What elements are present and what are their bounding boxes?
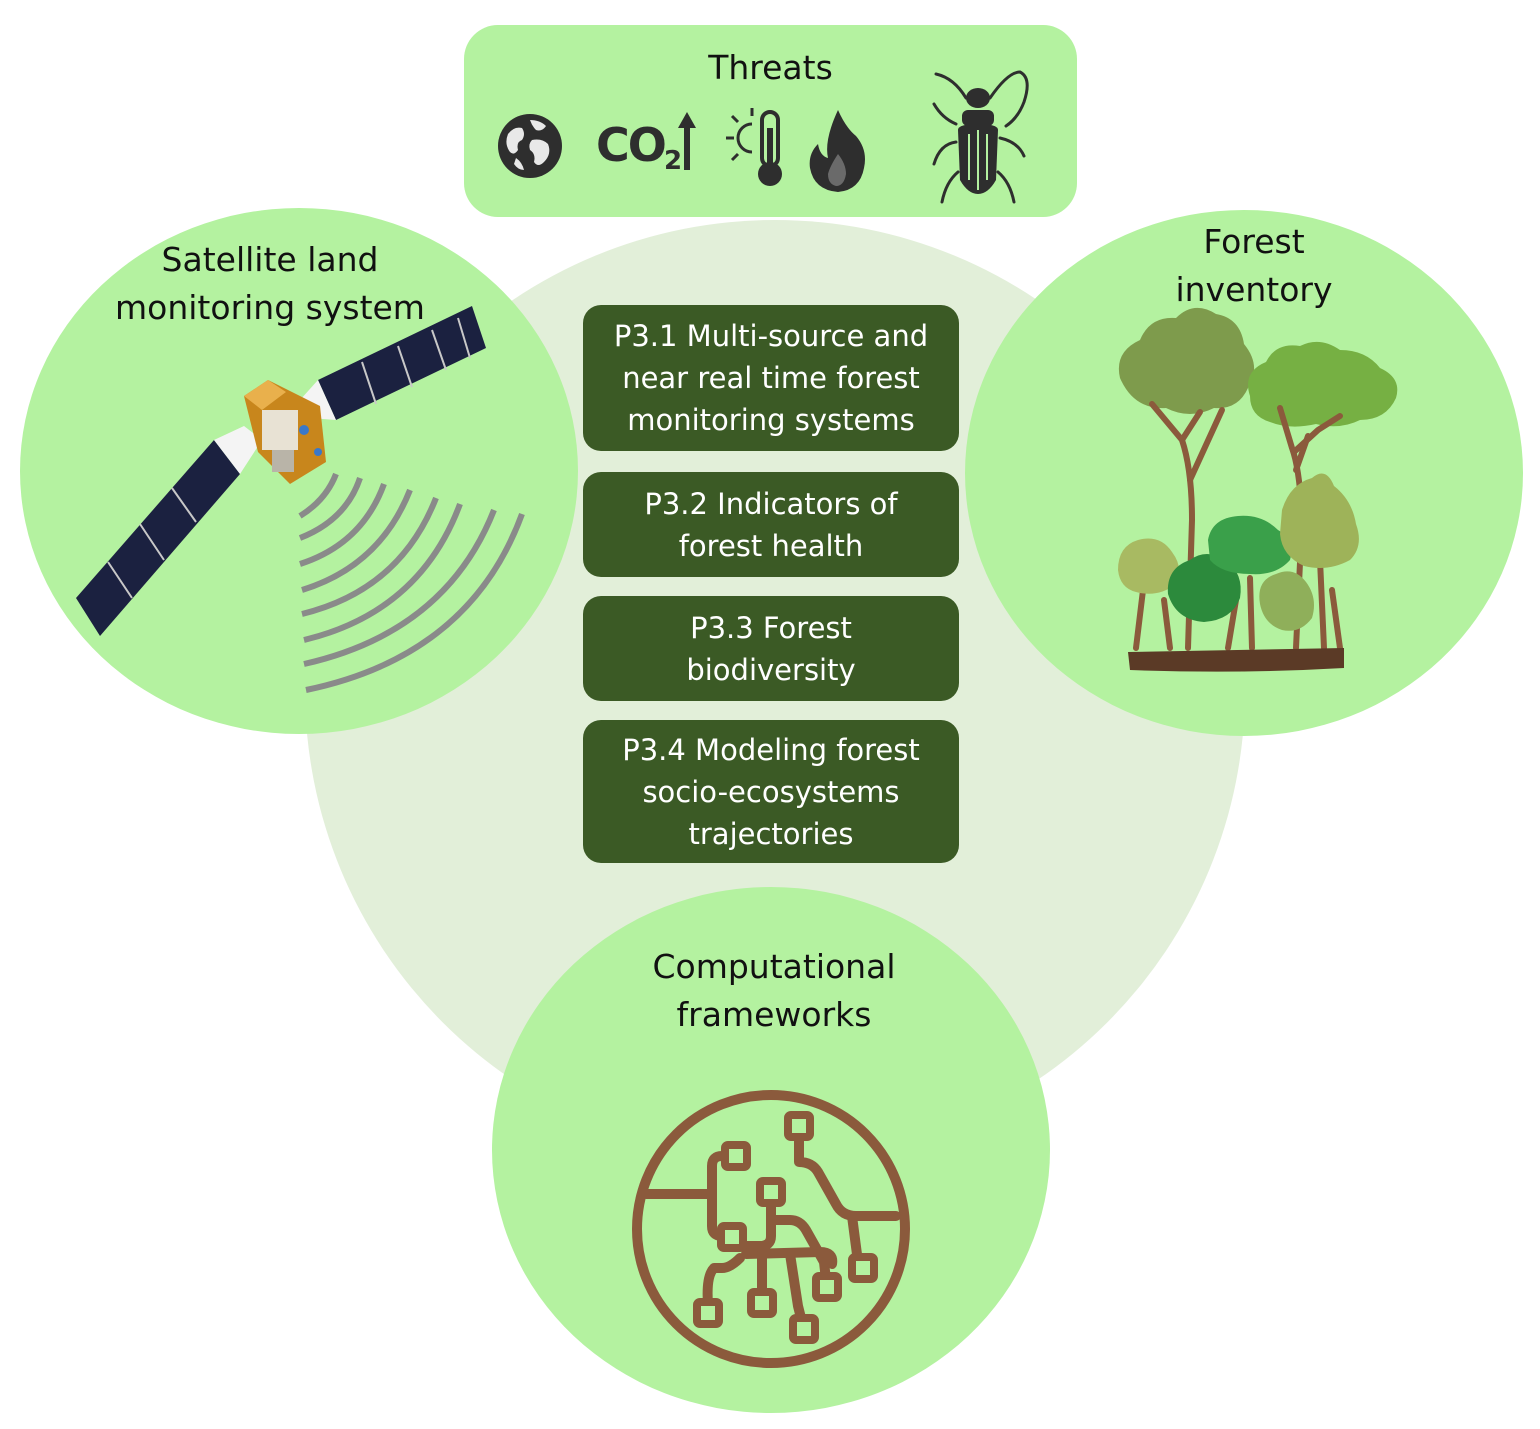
satellite-title-line-1: Satellite land [161, 240, 379, 279]
project-box-p3-2: P3.2 Indicators of forest health [583, 472, 959, 577]
project-p3-4-line-2: socio-ecosystems [642, 774, 900, 809]
project-p3-4-line-3: trajectories [688, 816, 854, 851]
satellite-title: Satellite land monitoring system [60, 236, 480, 332]
project-box-p3-1: P3.1 Multi-source and near real time for… [583, 305, 959, 451]
up-arrow-icon [678, 112, 696, 170]
radar-waves [298, 472, 525, 693]
project-p3-4-line-1: P3.4 Modeling forest [622, 732, 920, 767]
co2-main-text: CO [596, 118, 667, 172]
threats-title: Threats [708, 48, 833, 87]
co2-subscript-text: 2 [664, 146, 683, 176]
computational-title-line-2: frameworks [676, 995, 872, 1034]
co2-rising-icon: CO 2 [596, 112, 696, 178]
heat-thermometer-icon [726, 108, 782, 186]
project-p3-3-line-1: P3.3 Forest [690, 610, 852, 645]
project-box-p3-4: P3.4 Modeling forest socio-ecosystems tr… [583, 720, 959, 863]
project-p3-2-line-2: forest health [678, 528, 864, 563]
project-p3-1-line-2: near real time forest [622, 361, 920, 395]
computational-title: Computational frameworks [574, 943, 974, 1039]
lower-solar-panel [76, 426, 262, 636]
globe-icon [498, 114, 562, 178]
satellite-title-line-2: monitoring system [115, 288, 425, 327]
satellite-body [244, 380, 326, 484]
inventory-title: Forest inventory [1054, 218, 1454, 314]
project-p3-1-line-1: P3.1 Multi-source and [613, 319, 929, 353]
forest-inventory-circle [965, 210, 1523, 736]
project-box-p3-3: P3.3 Forest biodiversity [583, 596, 959, 701]
project-p3-3-line-2: biodiversity [686, 652, 856, 687]
project-p3-1-line-3: monitoring systems [627, 403, 915, 437]
fire-icon [809, 110, 865, 192]
inventory-title-line-1: Forest [1203, 222, 1305, 261]
beetle-icon [932, 70, 1029, 204]
project-p3-2-line-1: P3.2 Indicators of [644, 486, 898, 521]
inventory-title-line-2: inventory [1175, 270, 1333, 309]
computational-frameworks-circle [492, 887, 1050, 1413]
computational-title-line-1: Computational [652, 947, 896, 986]
